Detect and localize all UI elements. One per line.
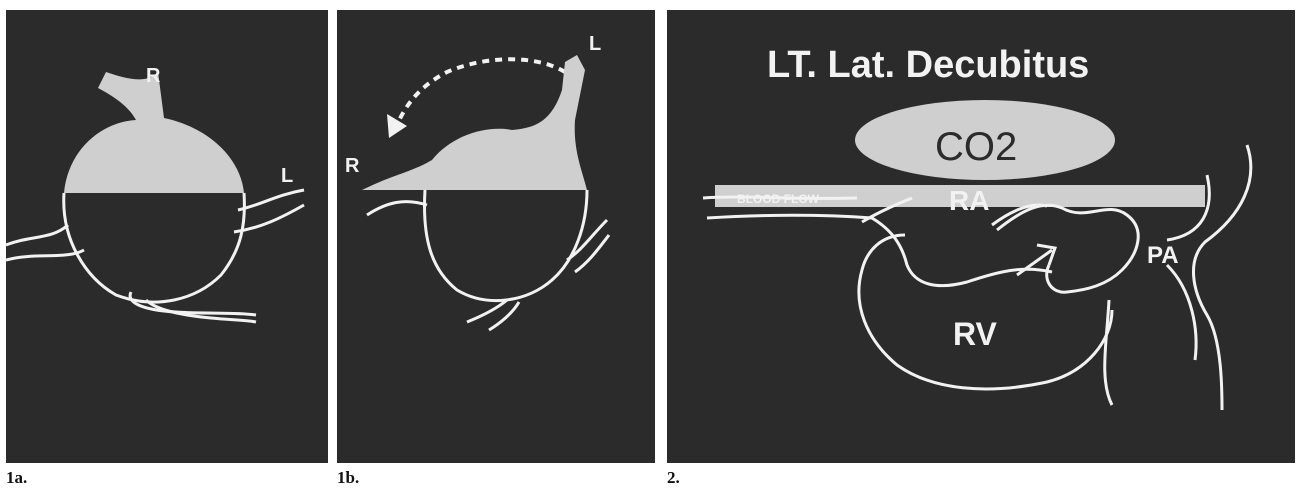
vessel-line-left-2 bbox=[6, 250, 84, 260]
arrowhead bbox=[387, 114, 407, 138]
panel-title: LT. Lat. Decubitus bbox=[767, 44, 1089, 86]
label-l: L bbox=[281, 165, 293, 187]
vessel-bottom-2 bbox=[489, 302, 519, 330]
caption-2: 2. bbox=[667, 468, 680, 488]
label-l: L bbox=[589, 33, 601, 55]
panel-2: LT. Lat. Decubitus CO2 BLOOD FLOW RA RV … bbox=[667, 10, 1295, 463]
vessel-line-right bbox=[567, 220, 607, 260]
panel-1b: R L bbox=[337, 10, 655, 463]
label-r: R bbox=[345, 155, 360, 177]
rv-outline bbox=[859, 235, 1112, 389]
label-blood-flow: BLOOD FLOW bbox=[737, 192, 820, 206]
label-pa: PA bbox=[1147, 242, 1179, 269]
vessel-outline bbox=[64, 193, 245, 302]
diagram-2: LT. Lat. Decubitus CO2 BLOOD FLOW RA RV … bbox=[667, 10, 1295, 463]
caption-1b: 1b. bbox=[337, 468, 359, 488]
vessel-line-left bbox=[6, 225, 68, 245]
vessel-outline bbox=[424, 190, 587, 301]
ra-outline bbox=[997, 205, 1138, 292]
pa-line-3 bbox=[1167, 265, 1196, 360]
vessel-line-left bbox=[367, 202, 427, 215]
vessel-line-right bbox=[238, 190, 304, 210]
dashed-arrow bbox=[397, 59, 565, 125]
label-r: R bbox=[146, 65, 161, 87]
gas-fill bbox=[64, 72, 244, 193]
panel-1a: R L bbox=[6, 10, 328, 463]
diagram-1b: R L bbox=[337, 10, 655, 463]
label-rv: RV bbox=[953, 316, 998, 352]
pa-line-1 bbox=[1167, 175, 1209, 240]
label-ra: RA bbox=[949, 185, 989, 216]
pa-line-2 bbox=[1193, 145, 1250, 410]
label-co2: CO2 bbox=[935, 125, 1017, 169]
diagram-1a: R L bbox=[6, 10, 328, 463]
vessel-line-right-2 bbox=[575, 235, 609, 272]
vessel-bottom bbox=[467, 300, 507, 322]
caption-1a: 1a. bbox=[6, 468, 27, 488]
